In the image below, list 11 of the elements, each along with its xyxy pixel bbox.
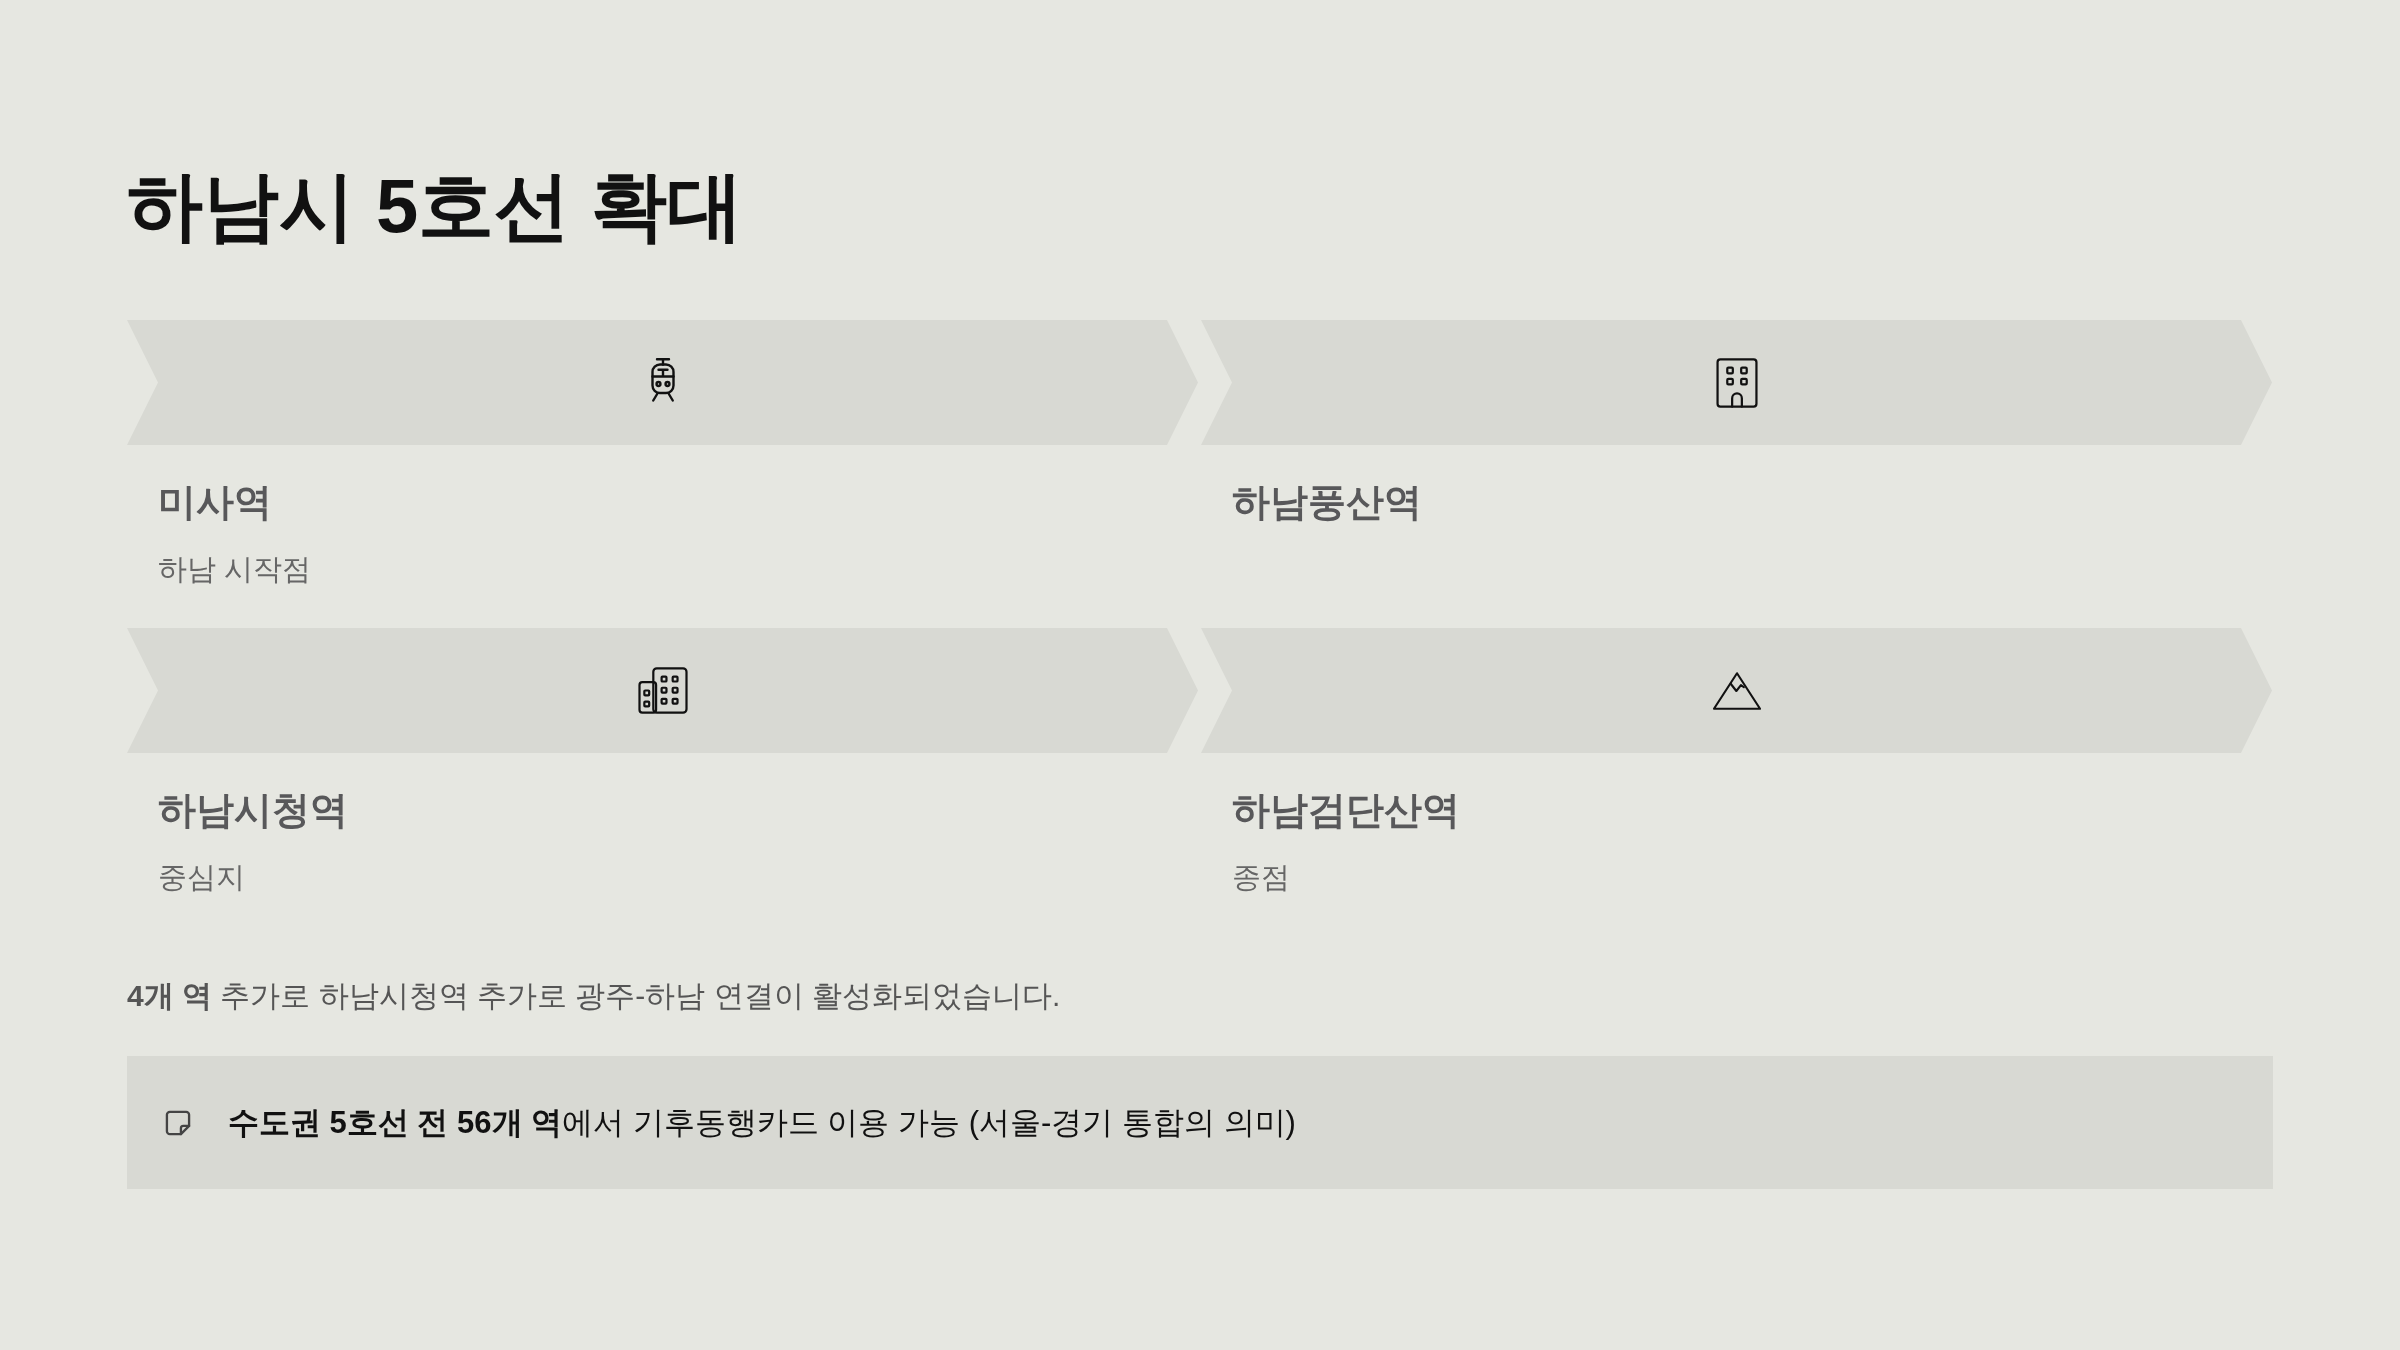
summary-text: 4개 역 추가로 하남시청역 추가로 광주-하남 연결이 활성화되었습니다. — [127, 978, 1061, 1014]
note-box — [127, 1056, 2273, 1189]
station-description: 중심지 — [158, 860, 245, 895]
station-description: 종점 — [1232, 860, 1290, 895]
station-name: 하남풍산역 — [1232, 480, 1422, 525]
note-text: 수도권 5호선 전 56개 역에서 기후동행카드 이용 가능 (서울-경기 통합의 의미) — [228, 1103, 1296, 1142]
station-description: 하남 시작점 — [158, 552, 312, 587]
station-name: 미사역 — [158, 480, 272, 525]
station-name: 하남검단산역 — [1232, 788, 1460, 833]
page-title: 하남시 5호선 확대 — [127, 166, 744, 246]
station-name: 하남시청역 — [158, 788, 348, 833]
